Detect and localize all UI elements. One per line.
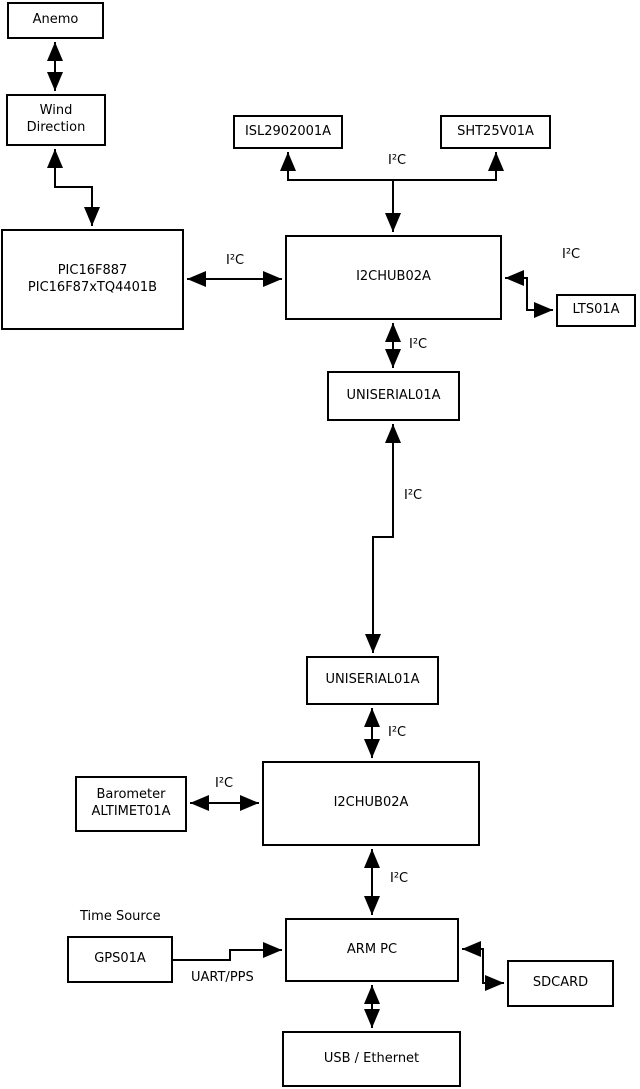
node-isl2902001a: ISL2902001A [233, 115, 343, 149]
node-uniserial01a-upper: UNISERIAL01A [327, 371, 460, 421]
edge-label-i2c-hub1-sensors: I²C [388, 153, 407, 168]
edge-label-time-source: Time Source [80, 909, 161, 924]
node-sdcard: SDCARD [507, 960, 614, 1007]
edge-label-i2c-pic-hub1: I²C [226, 253, 245, 268]
edge-label-i2c-uni1-uni2: I²C [404, 488, 423, 503]
node-usb-ethernet: USB / Ethernet [282, 1031, 461, 1087]
node-anemo: Anemo [7, 2, 104, 39]
edge-label-i2c-uni2-hub2: I²C [388, 725, 407, 740]
connector-uni1-uni2 [365, 424, 401, 653]
node-i2chub02a-lower: I2CHUB02A [262, 761, 480, 846]
edge-label-uart-pps: UART/PPS [191, 970, 254, 985]
node-lts01a: LTS01A [556, 294, 636, 327]
node-uniserial01a-lower: UNISERIAL01A [306, 656, 439, 705]
edge-label-i2c-baro-hub2: I²C [215, 776, 234, 791]
node-barometer-altimet01a: Barometer ALTIMET01A [75, 776, 187, 832]
connector-wind-pic [47, 149, 100, 226]
edge-label-i2c-hub2-arm: I²C [390, 871, 409, 886]
edge-label-i2c-hub1-uni1: I²C [409, 337, 428, 352]
node-arm-pc: ARM PC [285, 918, 459, 982]
node-wind-direction: Wind Direction [6, 94, 106, 146]
connector-arm-sdcard [462, 941, 504, 991]
node-sht25v01a: SHT25V01A [440, 115, 551, 149]
connector-gps-arm [173, 942, 282, 961]
node-gps01a: GPS01A [67, 936, 173, 983]
connector-hub1-lts [505, 270, 553, 318]
edge-label-i2c-hub1-lts: I²C [562, 247, 581, 262]
node-i2chub02a-upper: I2CHUB02A [285, 235, 502, 320]
node-pic16f887: PIC16F887 PIC16F87xTQ4401B [1, 229, 184, 330]
